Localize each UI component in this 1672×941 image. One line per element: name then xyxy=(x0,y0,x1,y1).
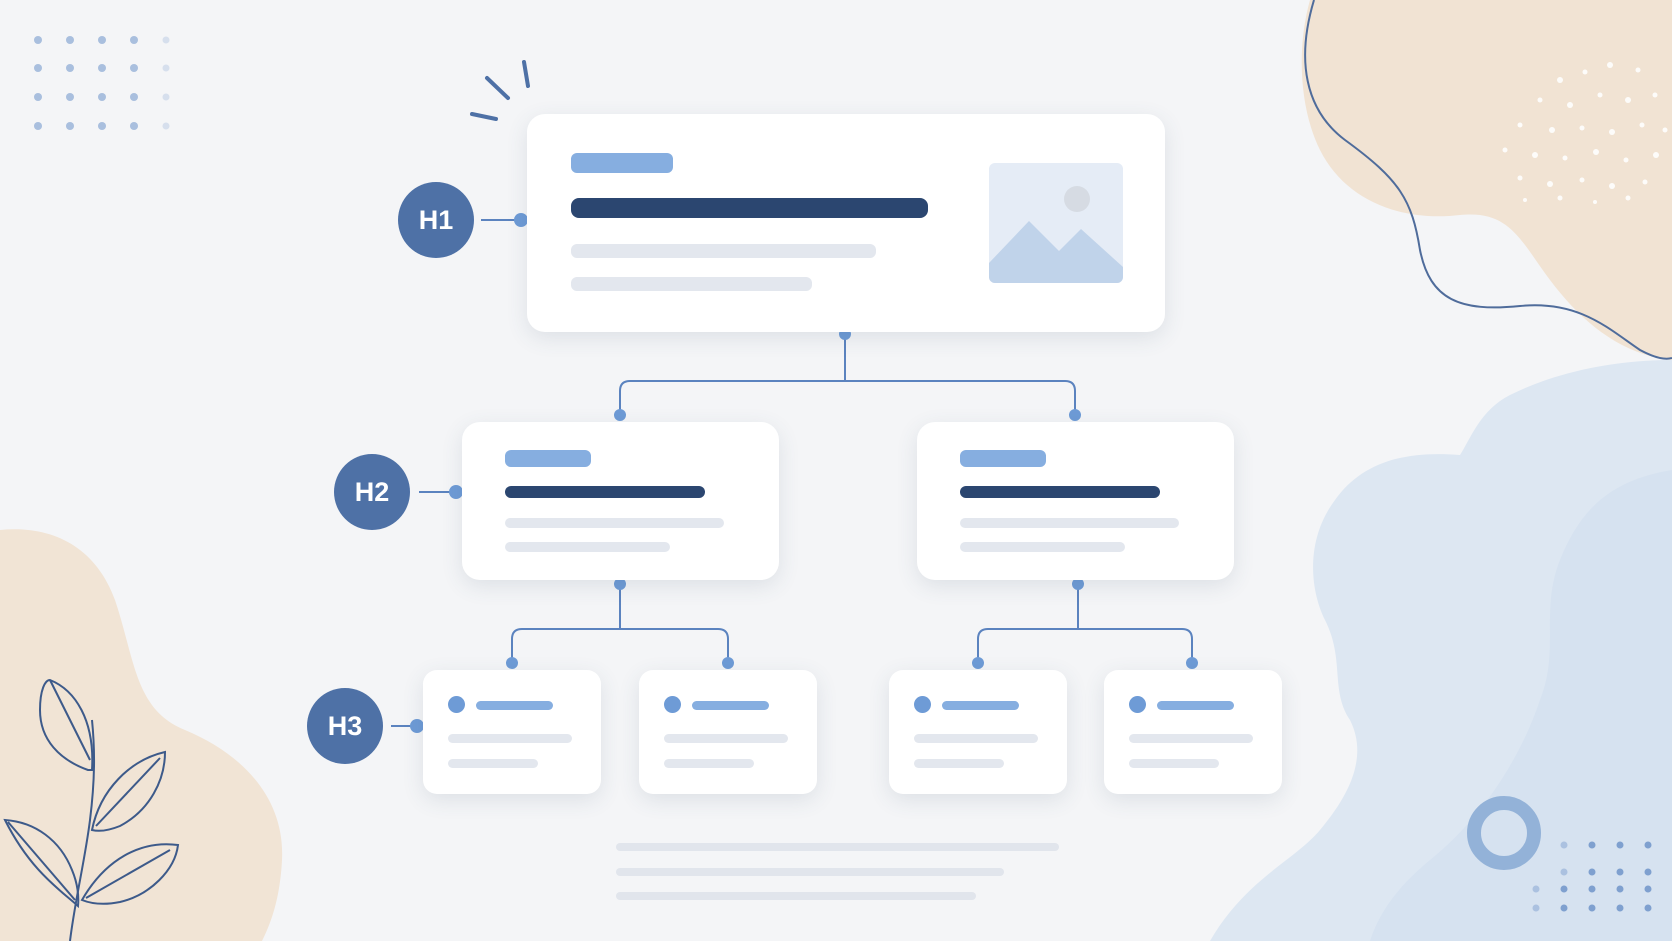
h3-text-line xyxy=(1129,759,1219,768)
h3-text-line xyxy=(1129,734,1253,743)
bullet-dot xyxy=(1129,696,1146,713)
h3-card-2 xyxy=(639,670,817,794)
peach-blob-top-right xyxy=(1301,0,1672,360)
h1-text-line xyxy=(571,244,876,258)
level-label: H3 xyxy=(327,710,363,741)
image-placeholder-icon xyxy=(989,163,1123,283)
sparkle-icon xyxy=(470,60,530,121)
h1-label-bar xyxy=(571,153,673,173)
h3-title-bar xyxy=(476,701,553,710)
wavy-line xyxy=(1304,0,1672,360)
h1-title-bar xyxy=(571,198,928,218)
h1-card xyxy=(527,114,1165,332)
h3-card-4 xyxy=(1104,670,1282,794)
bullet-dot xyxy=(914,696,931,713)
leaf-branch-icon xyxy=(3,678,180,941)
h3-text-line xyxy=(914,734,1038,743)
level-label: H2 xyxy=(354,476,390,507)
h3-card-3 xyxy=(889,670,1067,794)
h3-text-line xyxy=(448,734,572,743)
h2-card-left xyxy=(462,422,779,580)
h3-title-bar xyxy=(1157,701,1234,710)
h2-text-line xyxy=(505,542,670,552)
h3-title-bar xyxy=(692,701,769,710)
dot-grid-top-left xyxy=(34,36,170,130)
h3-text-line xyxy=(448,759,538,768)
connector-nodes xyxy=(410,213,1198,733)
bullet-dot xyxy=(448,696,465,713)
h3-text-line xyxy=(664,759,754,768)
footer-lines xyxy=(616,843,1059,900)
h3-text-line xyxy=(664,734,788,743)
speckles xyxy=(1502,62,1668,204)
h3-text-line xyxy=(914,759,1004,768)
ring-icon xyxy=(1467,796,1541,870)
h3-card-1 xyxy=(423,670,601,794)
dot-grid-bottom-right xyxy=(1532,841,1652,912)
h2-card-right xyxy=(917,422,1234,580)
h3-title-bar xyxy=(942,701,1019,710)
h2-title-bar xyxy=(960,486,1160,498)
h2-title-bar xyxy=(505,486,705,498)
h1-text-line xyxy=(571,277,812,291)
h2-text-line xyxy=(960,518,1179,528)
bullet-dot xyxy=(664,696,681,713)
level-badge-h3: H3 xyxy=(307,688,383,764)
level-badge-h1: H1 xyxy=(398,182,474,258)
h2-label-bar xyxy=(505,450,591,467)
h2-text-line xyxy=(505,518,724,528)
level-badge-h2: H2 xyxy=(334,454,410,530)
h2-label-bar xyxy=(960,450,1046,467)
peach-blob-bottom-left xyxy=(0,529,283,941)
level-label: H1 xyxy=(418,204,454,235)
h2-text-line xyxy=(960,542,1125,552)
